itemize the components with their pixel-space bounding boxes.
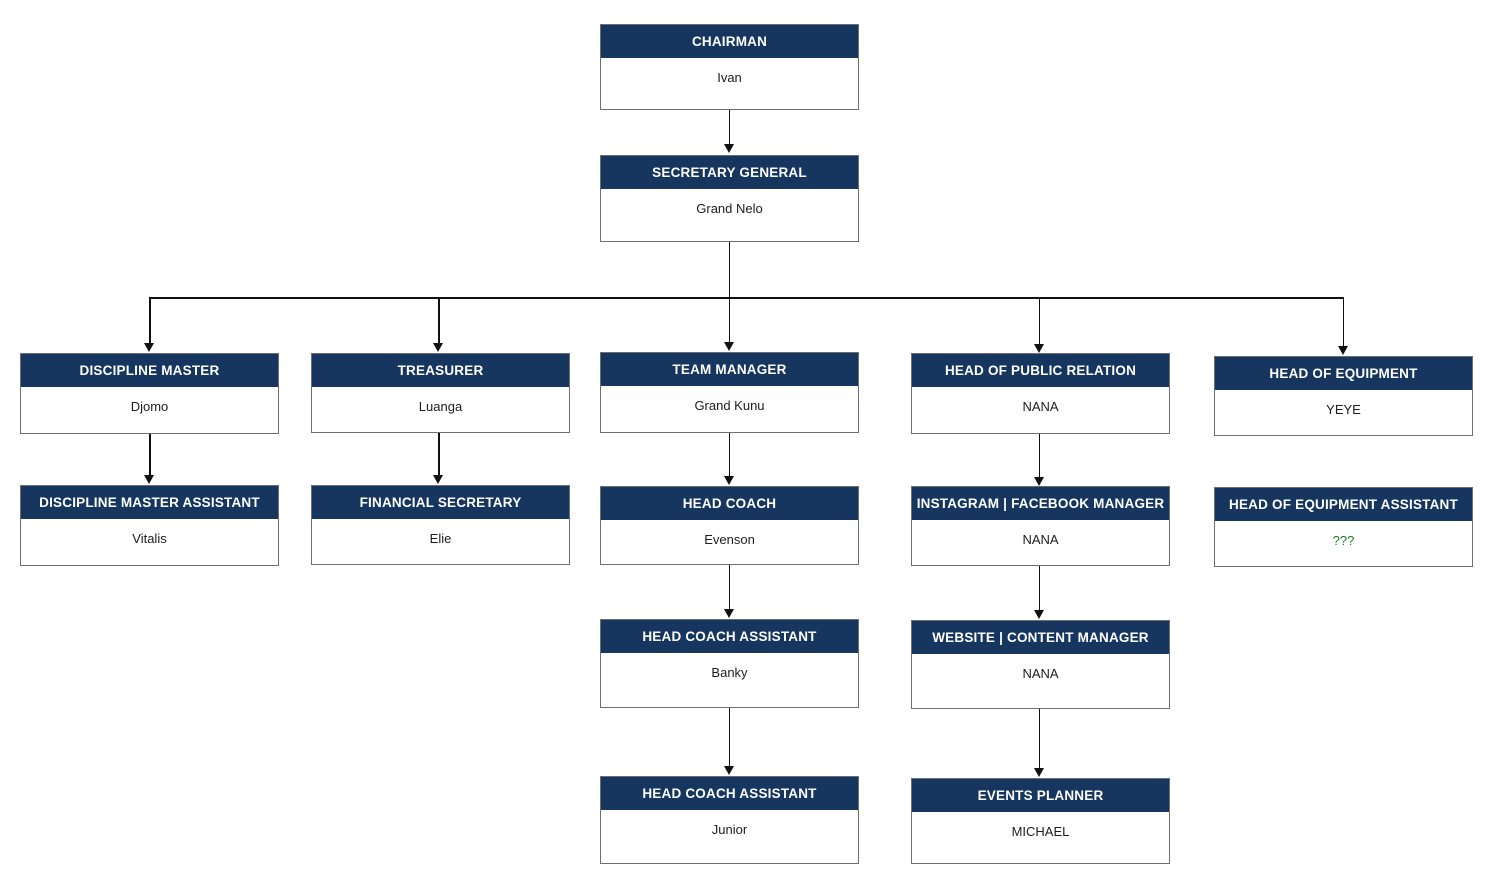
connector-bus-to-team-manager — [728, 297, 731, 343]
connector-bus-to-head-public-relation — [1038, 297, 1041, 345]
node-head-coach-assistant-one-person: Banky — [711, 665, 748, 680]
connector-content-manager-to-events-planner — [1038, 709, 1041, 768]
node-head-of-equipment-assistant-person: ??? — [1332, 533, 1355, 548]
node-head-coach-assistant-one[interactable]: HEAD COACH ASSISTANT Banky — [600, 619, 859, 708]
node-website-content-manager-title: WEBSITE | CONTENT MANAGER — [912, 621, 1169, 654]
arrow-bus-to-head-public-relation — [1033, 344, 1044, 353]
node-discipline-master-person: Djomo — [130, 399, 169, 414]
node-team-manager-person: Grand Kunu — [694, 398, 765, 413]
node-discipline-master[interactable]: DISCIPLINE MASTER Djomo — [20, 353, 279, 434]
arrow-discipline-master-to-assistant — [144, 475, 154, 484]
node-financial-secretary-person: Elie — [429, 531, 452, 546]
node-head-coach-assistant-two[interactable]: HEAD COACH ASSISTANT Junior — [600, 776, 859, 864]
arrow-bus-to-treasurer — [433, 343, 443, 352]
node-instagram-facebook-manager-title: INSTAGRAM | FACEBOOK MANAGER — [912, 487, 1169, 520]
node-head-coach-person: Evenson — [704, 532, 755, 547]
node-treasurer[interactable]: TREASURER Luanga — [311, 353, 570, 433]
arrow-social-manager-to-content-manager — [1033, 610, 1044, 619]
node-financial-secretary-title: FINANCIAL SECRETARY — [312, 486, 569, 519]
node-events-planner-title: EVENTS PLANNER — [912, 779, 1169, 812]
node-chairman[interactable]: CHAIRMAN Ivan — [600, 24, 859, 110]
node-head-coach[interactable]: HEAD COACH Evenson — [600, 486, 859, 565]
arrow-head-coach-to-assistant-one — [723, 609, 734, 618]
node-financial-secretary[interactable]: FINANCIAL SECRETARY Elie — [311, 485, 570, 565]
node-head-of-equipment[interactable]: HEAD OF EQUIPMENT YEYE — [1214, 356, 1473, 436]
node-head-of-equipment-person: YEYE — [1326, 402, 1361, 417]
connector-team-manager-to-head-coach — [728, 433, 731, 477]
connector-discipline-master-to-assistant — [149, 434, 151, 478]
node-team-manager[interactable]: TEAM MANAGER Grand Kunu — [600, 352, 859, 433]
node-discipline-master-assistant-title: DISCIPLINE MASTER ASSISTANT — [21, 486, 278, 519]
node-team-manager-title: TEAM MANAGER — [601, 353, 858, 386]
arrow-content-manager-to-events-planner — [1033, 768, 1044, 777]
node-head-of-equipment-assistant-title: HEAD OF EQUIPMENT ASSISTANT — [1215, 488, 1472, 521]
node-head-of-public-relation-person: NANA — [1022, 399, 1059, 414]
node-head-of-public-relation[interactable]: HEAD OF PUBLIC RELATION NANA — [911, 353, 1170, 434]
arrow-assistant-one-to-assistant-two — [723, 766, 734, 775]
node-head-coach-assistant-two-title: HEAD COACH ASSISTANT — [601, 777, 858, 810]
node-instagram-facebook-manager-person: NANA — [1022, 532, 1059, 547]
node-secretary-general-person: Grand Nelo — [696, 201, 763, 216]
node-treasurer-title: TREASURER — [312, 354, 569, 387]
arrow-bus-to-discipline-master — [144, 343, 154, 352]
node-chairman-title: CHAIRMAN — [601, 25, 858, 58]
connector-bus-to-treasurer — [438, 297, 440, 344]
node-discipline-master-assistant-person: Vitalis — [132, 531, 167, 546]
node-head-of-equipment-title: HEAD OF EQUIPMENT — [1215, 357, 1472, 390]
connector-assistant-one-to-assistant-two — [728, 708, 731, 766]
node-discipline-master-title: DISCIPLINE MASTER — [21, 354, 278, 387]
node-discipline-master-assistant[interactable]: DISCIPLINE MASTER ASSISTANT Vitalis — [20, 485, 279, 566]
arrow-treasurer-to-financial-secretary — [433, 475, 443, 484]
connector-public-relation-to-social-manager — [1038, 434, 1041, 479]
arrow-team-manager-to-head-coach — [723, 476, 734, 485]
connector-social-manager-to-content-manager — [1038, 566, 1041, 611]
node-instagram-facebook-manager[interactable]: INSTAGRAM | FACEBOOK MANAGER NANA — [911, 486, 1170, 566]
node-chairman-person: Ivan — [717, 70, 742, 85]
arrow-public-relation-to-social-manager — [1033, 477, 1044, 486]
node-secretary-general-title: SECRETARY GENERAL — [601, 156, 858, 189]
node-treasurer-person: Luanga — [418, 399, 463, 414]
node-events-planner[interactable]: EVENTS PLANNER MICHAEL — [911, 778, 1170, 864]
connector-bus-to-discipline-master — [149, 297, 151, 344]
arrow-chairman-to-secgen — [723, 144, 734, 153]
node-head-coach-assistant-two-person: Junior — [711, 822, 748, 837]
node-head-of-equipment-assistant[interactable]: HEAD OF EQUIPMENT ASSISTANT ??? — [1214, 487, 1473, 567]
connector-treasurer-to-financial-secretary — [438, 433, 440, 478]
connector-bus-horizontal — [149, 297, 1344, 299]
arrow-bus-to-head-equipment — [1337, 346, 1348, 355]
node-head-coach-assistant-one-title: HEAD COACH ASSISTANT — [601, 620, 858, 653]
node-head-of-public-relation-title: HEAD OF PUBLIC RELATION — [912, 354, 1169, 387]
node-secretary-general[interactable]: SECRETARY GENERAL Grand Nelo — [600, 155, 859, 242]
node-events-planner-person: MICHAEL — [1011, 824, 1070, 839]
node-website-content-manager-person: NANA — [1022, 666, 1059, 681]
arrow-bus-to-team-manager — [723, 342, 734, 351]
connector-secgen-to-bus — [728, 242, 731, 298]
connector-bus-to-head-equipment — [1342, 297, 1345, 347]
node-website-content-manager[interactable]: WEBSITE | CONTENT MANAGER NANA — [911, 620, 1170, 709]
node-head-coach-title: HEAD COACH — [601, 487, 858, 520]
connector-chairman-to-secgen — [728, 110, 731, 145]
connector-head-coach-to-assistant-one — [728, 565, 731, 610]
